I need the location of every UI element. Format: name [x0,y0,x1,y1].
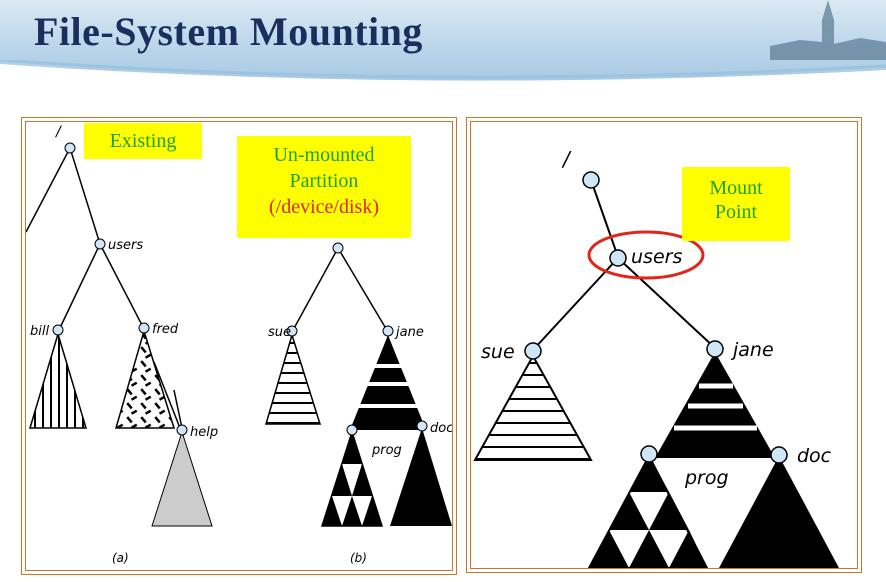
callout-mount-line1: Mount [709,177,763,199]
mount-point-panel: / users sue jane prog doc Mount Point [470,121,858,569]
mounted-node-users [609,249,627,267]
mounted-label-root: / [561,147,572,171]
header-wave-decoration [0,60,886,100]
tree-diagram-left: / users bill fred help (a) [26,124,452,565]
label-sue-b: sue [268,325,291,340]
tree-node-jane [382,325,394,337]
callout-unmounted-line3: (/device/disk) [269,196,379,218]
tree-node-bill [52,324,64,336]
callout-unmounted-line2: Partition [289,170,359,192]
tree-node-help [176,424,188,436]
mounted-label-prog: prog [684,467,729,489]
bill-subtree [28,331,88,429]
church-icon [770,0,886,60]
mounted-label-users: users [631,246,682,268]
help-subtree [151,430,213,527]
mounted-node-sue [524,342,542,360]
tree-b: sue jane prog doc (b) [264,242,452,565]
label-bill: bill [30,324,49,339]
tree-node-prog [346,424,358,436]
tree-node-root [64,142,76,154]
callout-existing: Existing [84,123,202,159]
label-root-a: / [54,124,62,140]
tree-diagram-right: / users sue jane prog doc [473,147,839,568]
mounted-label-sue: sue [481,341,515,363]
mounted-node-root [582,171,600,189]
callout-existing-text: Existing [109,130,177,152]
label-prog-b: prog [371,443,402,458]
mounted-node-prog [640,445,658,463]
tree-node-sue [286,325,298,337]
fred-subtree [115,328,176,429]
mounted-label-doc: doc [797,445,832,467]
callout-mount-point: Mount Point [682,167,790,241]
doc-subtree [390,428,452,526]
callout-unmounted-partition: Un-mounted Partition (/device/disk) [237,136,411,238]
sue-subtree [264,332,322,425]
label-fred: fred [152,322,179,337]
tree-node-users [94,238,106,250]
mounted-node-doc [770,446,788,464]
caption-b: (b) [350,551,367,565]
mounted-node-jane [706,340,724,358]
mounted-label-jane: jane [730,339,774,361]
existing-and-unmounted-panel: / users bill fred help (a) [25,121,453,571]
label-users-a: users [108,238,143,253]
tree-node-b-root [332,242,344,254]
callout-unmounted-line1: Un-mounted [273,144,375,166]
label-doc-b: doc [430,421,452,436]
sue-subtree-mounted [473,353,593,461]
slide-header: File-System Mounting [0,0,886,100]
callout-mount-line2: Point [714,201,758,223]
tree-node-fred [138,322,150,334]
mount-point-highlight [587,230,705,280]
slide-title: File-System Mounting [34,9,423,54]
label-jane-b: jane [394,325,424,340]
tree-node-doc [416,420,428,432]
doc-subtree-mounted [719,456,839,568]
caption-a: (a) [112,551,129,565]
tree-a: / users bill fred help (a) [26,124,218,565]
label-help: help [190,425,218,440]
